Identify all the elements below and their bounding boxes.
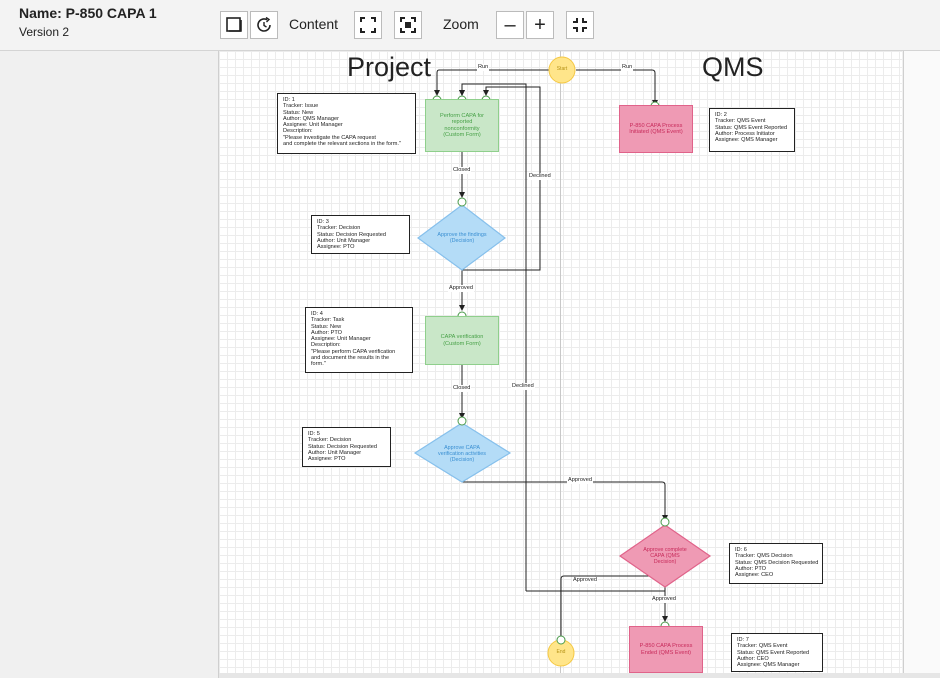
capa-verification-node[interactable]: CAPA verification (Custom Form) xyxy=(425,316,499,365)
edge-label-approved-2: Approved xyxy=(567,477,593,484)
collapse-icon xyxy=(570,15,590,35)
top-toolbar: Name: P-850 CAPA 1 Version 2 Content Zoo… xyxy=(0,0,940,51)
focus-icon xyxy=(398,15,418,35)
edge-label-declined-2: Declined xyxy=(511,383,535,390)
perform-capa-node[interactable]: Perform CAPA for reported nonconformity … xyxy=(425,99,499,152)
process-ended-node[interactable]: P-850 CAPA Process Ended (QMS Event) xyxy=(629,626,703,673)
process-initiated-node[interactable]: P-850 CAPA Process Initiated (QMS Event) xyxy=(619,105,693,153)
start-label: Start xyxy=(550,66,574,72)
content-label: Content xyxy=(289,16,338,32)
edge-label-approved-4: Approved xyxy=(651,596,677,603)
edge-label-closed-2: Closed xyxy=(452,385,471,392)
page-view-button[interactable] xyxy=(220,11,248,39)
port xyxy=(557,636,565,644)
edge-label-run-left: Run xyxy=(477,64,489,71)
approve-verification-label[interactable]: Approve CAPA verification activities (De… xyxy=(437,441,487,467)
edge-approved-2 xyxy=(462,482,665,520)
expand-icon xyxy=(358,15,378,35)
port xyxy=(458,198,466,206)
approve-complete-label[interactable]: Approve complete CAPA (QMS Decision) xyxy=(640,545,690,567)
info-box-id7: ID: 7Tracker: QMS EventStatus: QMS Event… xyxy=(731,633,823,672)
approve-findings-label[interactable]: Approve the findings (Decision) xyxy=(437,227,487,249)
edge-run-right xyxy=(576,70,655,105)
collapse-button[interactable] xyxy=(566,11,594,39)
info-box-id1: ID: 1Tracker: IssueStatus: NewAuthor: QM… xyxy=(277,93,416,154)
left-panel xyxy=(0,51,219,678)
history-button[interactable] xyxy=(250,11,278,39)
zoom-label: Zoom xyxy=(443,16,479,32)
process-name: Name: P-850 CAPA 1 xyxy=(19,5,157,21)
process-version: Version 2 xyxy=(19,25,69,39)
info-box-id2: ID: 2Tracker: QMS EventStatus: QMS Event… xyxy=(709,108,795,152)
port xyxy=(458,417,466,425)
info-box-id6: ID: 6Tracker: QMS DecisionStatus: QMS De… xyxy=(729,543,823,584)
info-box-id5: ID: 5Tracker: DecisionStatus: Decision R… xyxy=(302,427,391,467)
page-icon xyxy=(224,15,244,35)
edge-label-approved-3: Approved xyxy=(572,577,598,584)
info-box-id3: ID: 3Tracker: DecisionStatus: Decision R… xyxy=(311,215,410,254)
edge-label-approved-1: Approved xyxy=(448,285,474,292)
end-label: End xyxy=(549,649,573,655)
edge-label-run-right: Run xyxy=(621,64,633,71)
edge-label-declined-1: Declined xyxy=(528,173,552,180)
diagram-canvas[interactable]: Project QMS xyxy=(219,51,902,673)
edge-run-left xyxy=(437,70,549,95)
info-box-id4: ID: 4Tracker: TaskStatus: NewAuthor: PTO… xyxy=(305,307,413,373)
horizontal-scrollbar[interactable] xyxy=(219,673,940,678)
focus-button[interactable] xyxy=(394,11,422,39)
zoom-in-button[interactable]: + xyxy=(526,11,554,39)
right-panel xyxy=(903,51,940,678)
fullscreen-button[interactable] xyxy=(354,11,382,39)
port xyxy=(661,518,669,526)
edge-label-closed-1: Closed xyxy=(452,167,471,174)
zoom-out-button[interactable]: – xyxy=(496,11,524,39)
history-icon xyxy=(254,15,274,35)
